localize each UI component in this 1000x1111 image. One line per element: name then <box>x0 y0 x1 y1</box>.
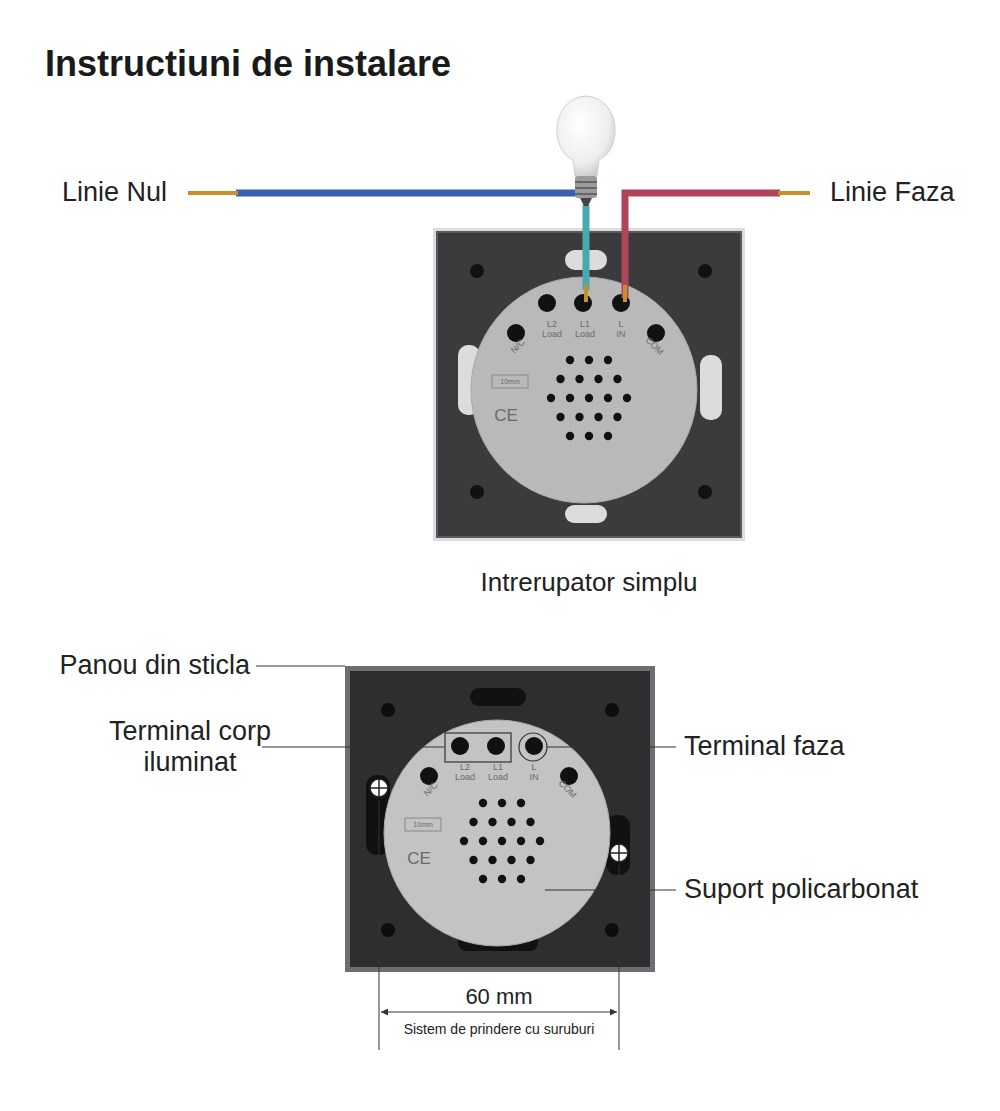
switch-plate <box>345 666 655 972</box>
pin-name: Load <box>575 329 595 339</box>
pin-name: L1 <box>493 762 503 772</box>
pin-name: L <box>531 762 536 772</box>
certification-mark: CE <box>494 406 518 426</box>
part-name: Terminal faza <box>684 731 845 762</box>
pin-name: Load <box>455 772 475 782</box>
pin-name: L1 <box>580 319 590 329</box>
part-name: Panou din sticla <box>59 650 250 681</box>
dimension: 60 mm <box>465 984 532 1009</box>
dimension <box>379 800 619 1050</box>
pin-name: IN <box>617 329 626 339</box>
dimension: 10mm <box>413 821 432 829</box>
note: Sistem de prindere cu suruburi <box>404 1021 595 1037</box>
pin-name: Load <box>542 329 562 339</box>
switch-module <box>384 720 610 946</box>
pin-name: Load <box>488 772 508 782</box>
certification-mark: CE <box>407 849 431 869</box>
part-name: Suport policarbonat <box>684 874 918 905</box>
pin-name: L <box>618 319 623 329</box>
pin-name: IN <box>530 772 539 782</box>
pin-name: L2 <box>547 319 557 329</box>
dimension: 10mm <box>500 378 519 386</box>
wire-label: Linie Faza <box>830 177 955 208</box>
title: Instructiuni de instalare <box>45 43 451 84</box>
wires <box>188 193 810 302</box>
figure-caption: Intrerupator simplu <box>481 568 698 598</box>
light-bulb <box>557 96 615 206</box>
switch-module <box>471 277 697 503</box>
wire-label: Linie Nul <box>62 177 167 208</box>
part-name: Terminal corp iluminat <box>90 716 290 778</box>
leader-lines <box>256 666 676 890</box>
pin-name: L2 <box>460 762 470 772</box>
